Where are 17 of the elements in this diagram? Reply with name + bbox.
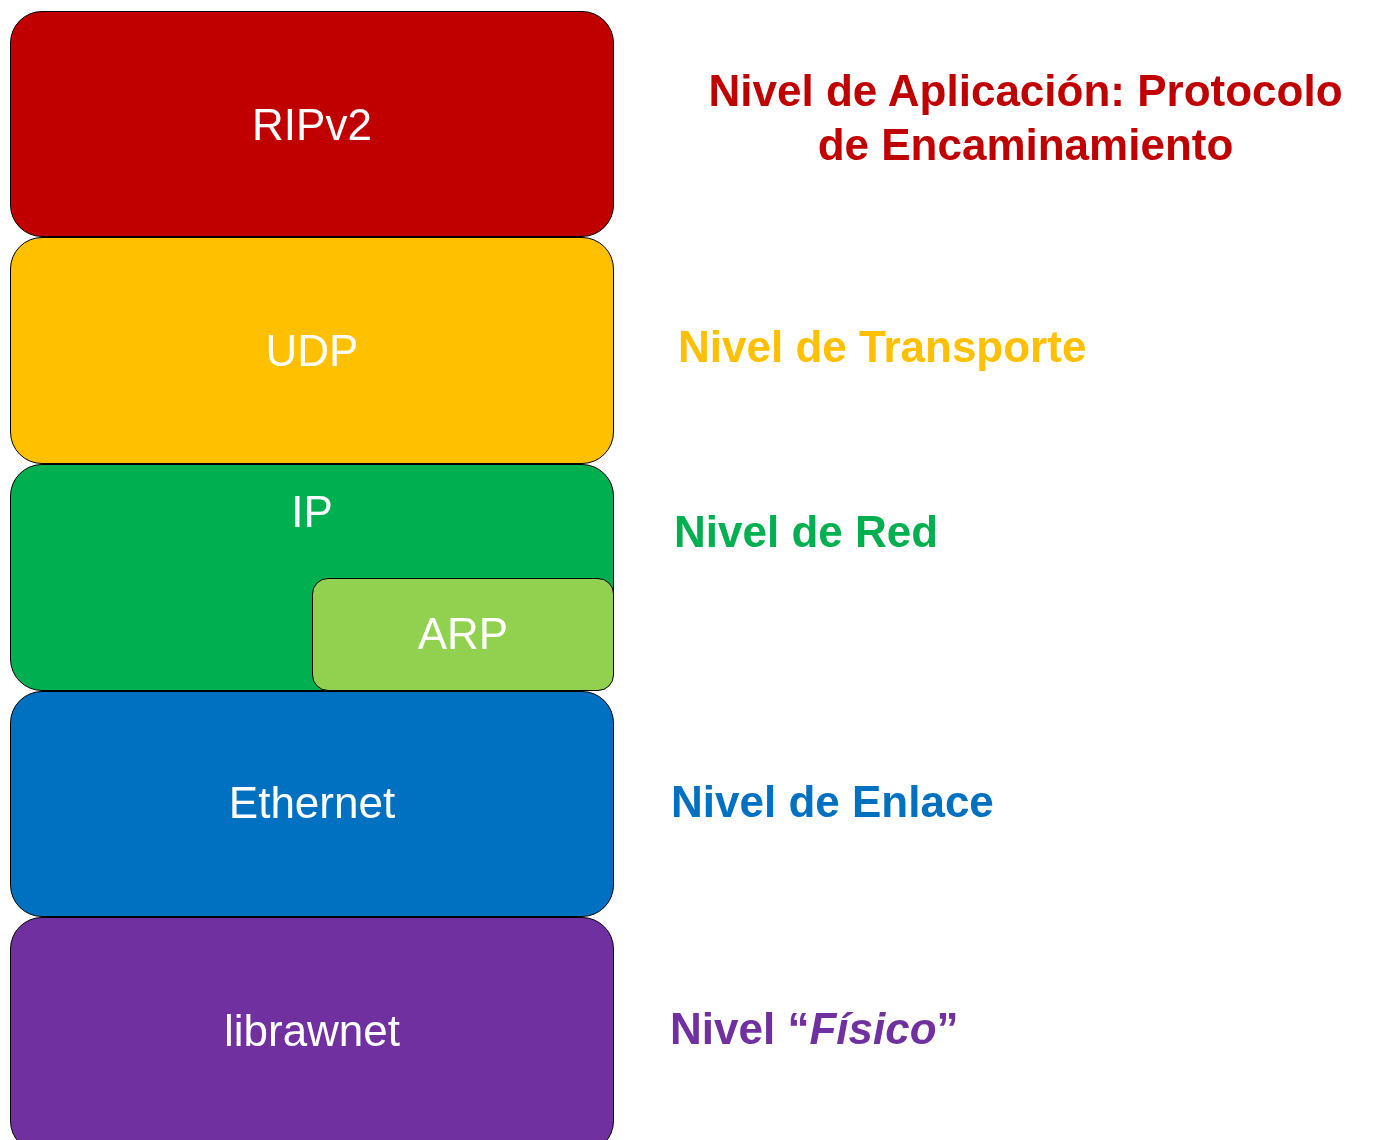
layer-name: librawnet [222,1006,402,1056]
layer-box [10,464,614,691]
layer-label: Nivel “Físico” [670,1003,960,1055]
layer-label: Nivel de Red [674,506,940,558]
layer-name: ARP [416,609,510,659]
layer-box [10,237,614,464]
layer-name: IP [290,487,334,537]
layer-name: UDP [264,326,360,376]
layer-box [312,578,614,691]
layer-name: Ethernet [227,778,397,828]
layer-label: Nivel de Aplicación: Protocolo de Encaminamiento [707,65,1344,171]
layer-box [10,917,614,1140]
layer-name: RIPv2 [251,100,373,150]
layer-label: Nivel de Enlace [671,776,995,828]
layer-box [10,11,614,237]
layer-label: Nivel de Transporte [678,321,1088,373]
layer-box [10,691,614,917]
